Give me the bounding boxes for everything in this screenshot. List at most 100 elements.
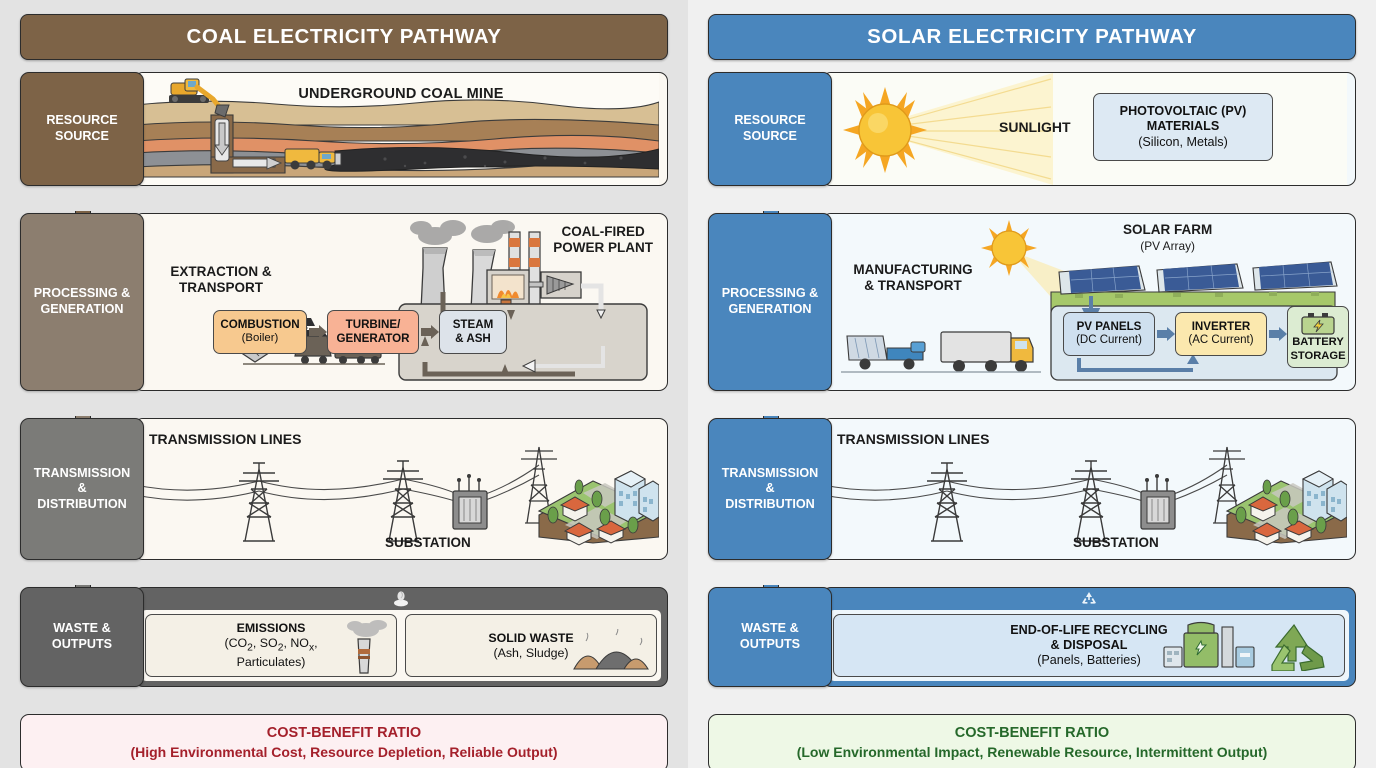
- coal-summary-detail: (High Environmental Cost, Resource Deple…: [130, 743, 558, 760]
- solar-summary-detail: (Low Environmental Impact, Renewable Res…: [796, 743, 1268, 760]
- smoke-icon: [394, 591, 408, 607]
- mining-truck-icon: [284, 148, 342, 170]
- office-building-icon: [613, 470, 647, 524]
- office-building-icon: [638, 480, 659, 522]
- cooling-tower-icon: [420, 247, 496, 311]
- solar-stage-label-transmission[interactable]: TRANSMISSION&DISTRIBUTION: [708, 418, 832, 610]
- waste-strip: [135, 588, 667, 610]
- coal-mine-svg: [135, 73, 659, 185]
- coal-waste-panel: EMISSIONS (CO2, SO2, NOx,Particulates) S…: [141, 610, 661, 681]
- recycle-arrows-icon: [1271, 623, 1325, 671]
- coal-mine-illustration: UNDERGROUND COAL MINE: [134, 72, 668, 186]
- waste-pile-icon: [573, 629, 649, 670]
- excavator-icon: [169, 78, 230, 118]
- transmission-tower-icon: [927, 462, 967, 542]
- solar-stage-label-processing[interactable]: PROCESSING &GENERATION: [708, 213, 832, 441]
- sun-icon: [843, 87, 927, 173]
- smoke-icon: [410, 220, 515, 245]
- transmission-lines-caption: TRANSMISSION LINES: [149, 431, 302, 447]
- solar-stage-processing: PROCESSING &GENERATION: [708, 213, 1356, 441]
- substation-icon: [452, 474, 488, 530]
- inverter-box[interactable]: INVERTER (AC Current): [1175, 312, 1267, 356]
- manufacturing-transport-caption: MANUFACTURING& TRANSPORT: [853, 262, 973, 294]
- substation-caption: SUBSTATION: [1073, 534, 1159, 550]
- house-icon: [563, 522, 595, 546]
- steam-ash-box[interactable]: STEAM& ASH: [439, 310, 507, 354]
- stage-label-text: PROCESSING &GENERATION: [721, 286, 819, 316]
- coal-grid-illustration: TRANSMISSION LINES SUBSTATION: [134, 418, 668, 560]
- pv-materials-box[interactable]: PHOTOVOLTAIC (PV)MATERIALS (Silicon, Met…: [1093, 93, 1273, 161]
- pv-panels-box[interactable]: PV PANELS (DC Current): [1063, 312, 1155, 356]
- transmission-tower-icon: [1071, 460, 1111, 542]
- arrow-right-icon: [1157, 327, 1175, 341]
- emissions-sub: (CO2, SO2, NOx,Particulates): [224, 636, 318, 669]
- pv-materials-sub: (Silicon, Metals): [1138, 134, 1228, 149]
- solar-cost-benefit-summary: COST-BENEFIT RATIO (Low Environmental Im…: [708, 714, 1356, 768]
- sunlight-illustration: SUNLIGHT PHOTOVOLTAIC (PV)MATERIALS (Sil…: [822, 72, 1356, 186]
- house-icon: [595, 520, 627, 544]
- pv-materials-label: PHOTOVOLTAIC (PV)MATERIALS: [1119, 104, 1247, 134]
- smokestack-icon: [347, 620, 387, 674]
- sunlight-caption: SUNLIGHT: [999, 119, 1071, 135]
- city-block-icon: [537, 470, 659, 546]
- turbine-generator-box[interactable]: TURBINE/GENERATOR: [327, 310, 419, 354]
- stage-label-text: WASTE &OUTPUTS: [739, 621, 801, 651]
- coal-stage-label-transmission[interactable]: TRANSMISSION&DISTRIBUTION: [20, 418, 144, 610]
- steam-ash-label: STEAM& ASH: [452, 318, 494, 345]
- recycling-plant-icon: [1163, 621, 1325, 671]
- emissions-box[interactable]: EMISSIONS (CO2, SO2, NOx,Particulates): [145, 614, 397, 677]
- coal-pathway-title: COAL ELECTRICITY PATHWAY: [20, 14, 668, 60]
- solid-waste-label: SOLID WASTE: [488, 630, 574, 645]
- recycling-label: END-OF-LIFE RECYCLING& DISPOSAL: [1010, 622, 1168, 652]
- house-icon: [1251, 522, 1283, 546]
- solar-waste-container: END-OF-LIFE RECYCLING& DISPOSAL (Panels,…: [822, 587, 1356, 687]
- turbine-label: TURBINE/GENERATOR: [336, 318, 410, 345]
- waste-strip: [823, 588, 1355, 610]
- solar-stage-waste: WASTE &OUTPUTS END-OF-LIFE RECYCLING& DI…: [708, 587, 1356, 687]
- stage-label-text: PROCESSING &GENERATION: [33, 286, 131, 316]
- grid-svg: [823, 419, 1347, 559]
- coal-stage-label-waste[interactable]: WASTE &OUTPUTS: [20, 587, 144, 687]
- stage-label-text: TRANSMISSION&DISTRIBUTION: [721, 465, 819, 511]
- city-block-icon: [1225, 470, 1347, 546]
- solar-farm-caption-sub: (PV Array): [1140, 239, 1195, 254]
- substation-icon: [1140, 474, 1176, 530]
- solar-stage-transmission: TRANSMISSION&DISTRIBUTION: [708, 418, 1356, 610]
- solar-farm-caption: SOLAR FARM(PV Array): [1123, 222, 1213, 254]
- extraction-transport-caption: EXTRACTION &TRANSPORT: [170, 264, 272, 296]
- transmission-tower-icon: [383, 460, 423, 542]
- solid-waste-sub: (Ash, Sludge): [493, 645, 569, 660]
- transmission-lines-caption: TRANSMISSION LINES: [837, 431, 990, 447]
- solid-waste-box[interactable]: SOLID WASTE (Ash, Sludge): [405, 614, 657, 677]
- end-of-life-recycling-box[interactable]: END-OF-LIFE RECYCLING& DISPOSAL (Panels,…: [833, 614, 1345, 677]
- pv-panels-label: PV PANELS: [1076, 320, 1142, 334]
- combustion-box[interactable]: COMBUSTION (Boiler): [213, 310, 307, 354]
- coal-mine-caption: UNDERGROUND COAL MINE: [298, 86, 504, 102]
- pv-panels-sub: (DC Current): [1076, 334, 1142, 347]
- inverter-sub: (AC Current): [1188, 334, 1254, 347]
- stage-label-text: WASTE &OUTPUTS: [51, 621, 113, 651]
- coal-summary-title: COST-BENEFIT RATIO: [266, 725, 422, 741]
- coal-waste-container: EMISSIONS (CO2, SO2, NOx,Particulates) S…: [134, 587, 668, 687]
- coal-stage-label-processing[interactable]: PROCESSING &GENERATION: [20, 213, 144, 441]
- inverter-label: INVERTER: [1191, 320, 1251, 334]
- solar-waste-panel: END-OF-LIFE RECYCLING& DISPOSAL (Panels,…: [829, 610, 1349, 681]
- solar-pathway-title: SOLAR ELECTRICITY PATHWAY: [708, 14, 1356, 60]
- combustion-sub: (Boiler): [241, 332, 279, 345]
- solar-stage-label-waste[interactable]: WASTE &OUTPUTS: [708, 587, 832, 687]
- coal-cost-benefit-summary: COST-BENEFIT RATIO (High Environmental C…: [20, 714, 668, 768]
- coal-stage-transmission: TRANSMISSION&DISTRIBUTION: [20, 418, 668, 610]
- stage-label-text: TRANSMISSION&DISTRIBUTION: [33, 465, 131, 511]
- transmission-tower-icon: [239, 462, 279, 542]
- house-icon: [1247, 496, 1279, 522]
